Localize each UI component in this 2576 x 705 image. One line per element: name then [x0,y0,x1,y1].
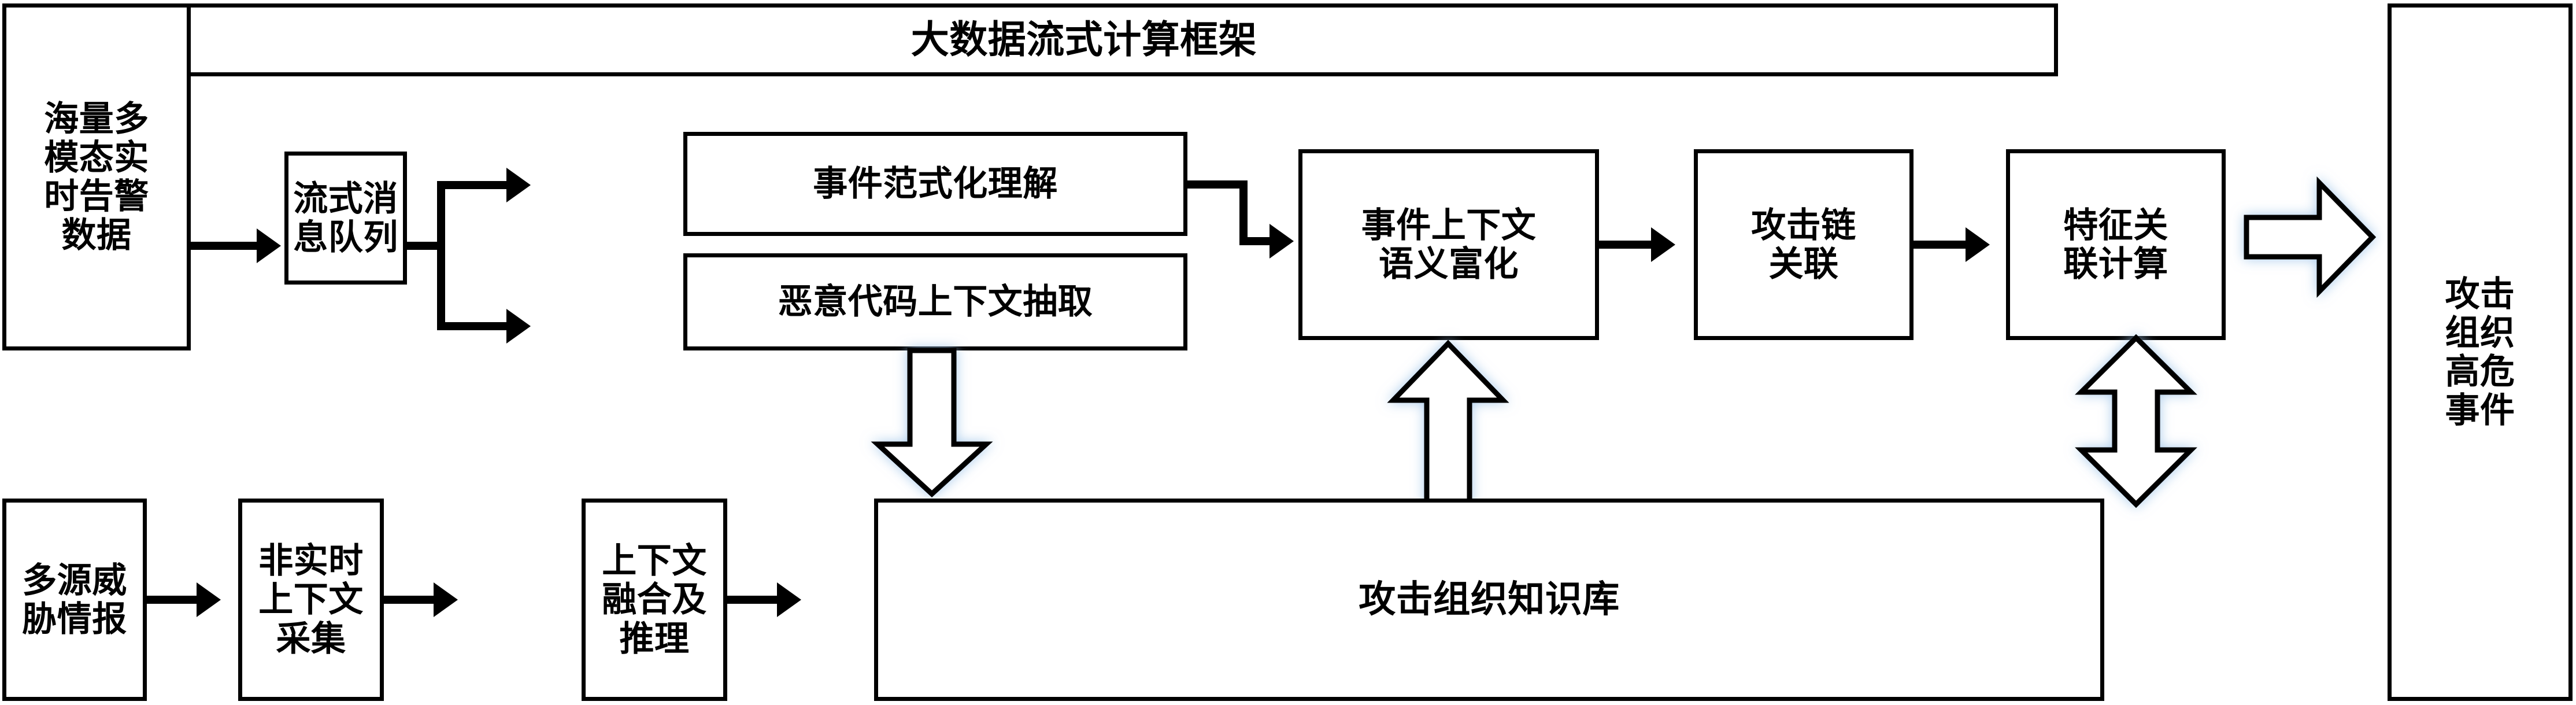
node-massive-alert-data: 海量多 模态实 时告警 数据 [2,3,191,350]
node-malicious-code-context-label: 恶意代码上下文抽取 [778,282,1093,322]
edge-e6-line [1599,241,1655,249]
node-event-context-enrichment: 事件上下文 语义富化 [1298,149,1599,340]
edge-e8-block-arrow-right [2243,174,2377,301]
node-attack-chain-correlation: 攻击链 关联 [1694,149,1914,340]
edge-e4-line-h1 [1187,180,1248,189]
node-non-realtime-collection: 非实时 上下文 采集 [238,499,384,701]
edge-e4-line-h2 [1239,237,1273,245]
edge-e1-line [191,242,260,250]
node-multi-source-threat-intel: 多源威 胁情报 [2,499,147,701]
node-stream-message-queue: 流式消 息队列 [284,152,407,285]
edge-e7-arrowhead [1966,227,1990,262]
edge-e13-line [384,596,437,604]
edge-e14-line [727,596,780,604]
edge-e3-line [437,322,510,330]
node-event-normalization-label: 事件范式化理解 [813,164,1058,204]
edge-e12-line [147,596,200,604]
edge-e2-line [437,181,510,189]
node-attack-org-knowledge-base: 攻击组织知识库 [874,499,2104,701]
node-attack-chain-correlation-label: 攻击链 关联 [1751,205,1856,283]
node-massive-alert-data-label: 海量多 模态实 时告警 数据 [44,99,149,255]
node-event-context-enrichment-label: 事件上下文 语义富化 [1361,205,1537,283]
node-context-fusion-reasoning: 上下文 融合及 推理 [582,499,727,701]
edge-e12-arrowhead [197,582,221,617]
edge-e10-block-arrow-up [1387,339,1509,507]
edge-e1-arrowhead [257,228,281,263]
edge-e2-arrowhead [506,168,531,202]
node-malicious-code-context: 恶意代码上下文抽取 [683,253,1187,350]
edge-e6-arrowhead [1651,227,1675,262]
node-feature-correlation-compute: 特征关 联计算 [2006,149,2226,340]
node-feature-correlation-compute-label: 特征关 联计算 [2063,205,2168,283]
edge-e4-arrowhead [1270,224,1294,259]
node-high-risk-event-output-label: 攻击 组织 高危 事件 [2445,274,2515,430]
edge-e4-line-v [1239,180,1248,245]
edge-e3-arrowhead [506,309,531,344]
node-attack-org-knowledge-base-label: 攻击组织知识库 [1359,578,1620,621]
banner-big-data-stream-framework-body: 大数据流式计算框架 [110,3,2058,76]
banner-label-text: 大数据流式计算框架 [911,18,1257,61]
edge-e13-arrowhead [434,582,458,617]
node-non-realtime-collection-label: 非实时 上下文 采集 [258,541,364,658]
edge-fork-stem [407,242,441,250]
node-stream-message-queue-label: 流式消 息队列 [293,179,398,257]
node-event-normalization: 事件范式化理解 [683,132,1187,236]
edge-e14-arrowhead [777,582,801,617]
node-high-risk-event-output: 攻击 组织 高危 事件 [2388,3,2573,701]
node-context-fusion-reasoning-label: 上下文 融合及 推理 [602,541,707,658]
node-multi-source-threat-intel-label: 多源威 胁情报 [22,560,127,638]
edge-e7-line [1914,241,1969,249]
edge-fork-vertical [437,181,445,330]
edge-e11-block-arrow-up-down [2075,334,2197,508]
edge-e9-block-arrow-down [871,347,993,498]
